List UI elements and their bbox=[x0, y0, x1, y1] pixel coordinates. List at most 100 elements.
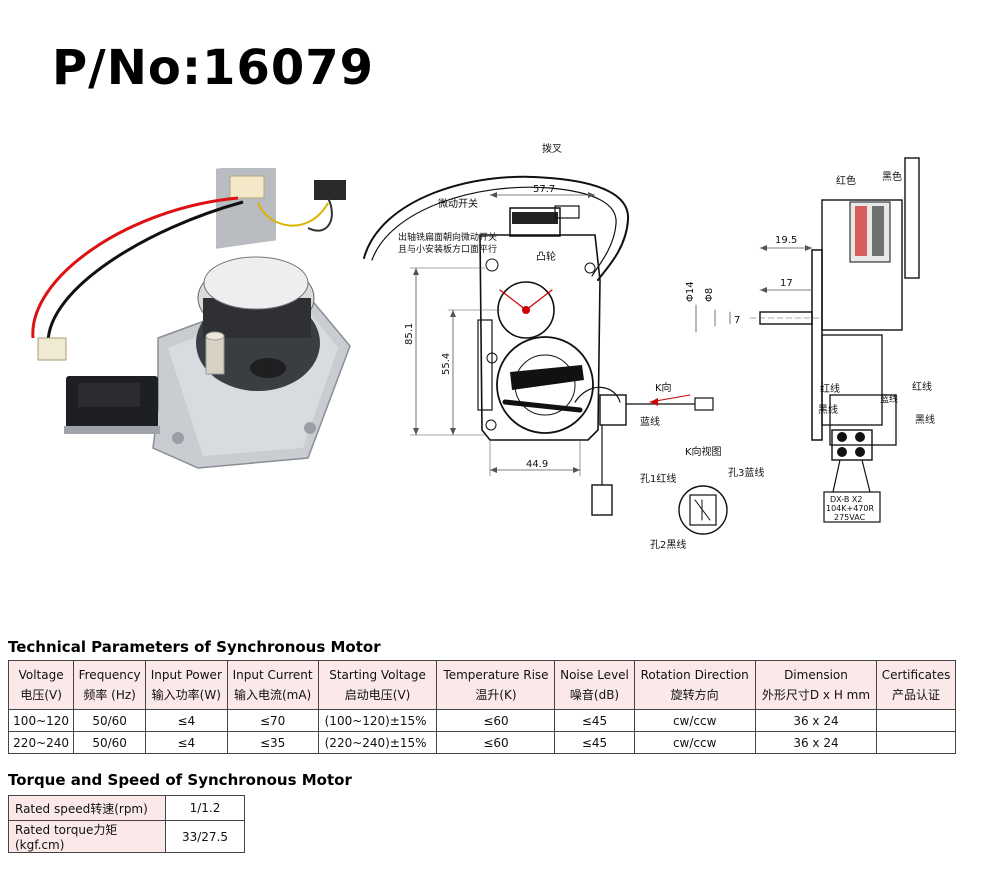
dim-57-7: 57.7 bbox=[533, 184, 555, 195]
technical-parameters-table: Voltage 电压(V) Frequency 频率 (Hz) Input Power 输… bbox=[7, 660, 956, 754]
label-k-direction: K向 bbox=[655, 381, 672, 394]
label-red-wire-right: 红线 bbox=[912, 380, 932, 393]
capacitor-spec-3: 275VAC bbox=[834, 513, 866, 522]
dim-55-4: 55.4 bbox=[441, 353, 452, 375]
table-cell bbox=[876, 709, 956, 732]
label-blue-wire-right: 蓝线 bbox=[880, 393, 898, 405]
capacitor-spec-2: 104K+470R bbox=[826, 504, 874, 513]
column-header: Certificates 产品认证 bbox=[876, 660, 956, 710]
column-header: Frequency 频率 (Hz) bbox=[73, 660, 146, 710]
dim-phi-14: Φ14 bbox=[685, 281, 696, 302]
column-header-zh: 噪音(dB) bbox=[569, 688, 620, 702]
technical-drawing: 拨叉 微动开关 出轴铣扁面朝向微动开关 且与小安装板方口面平行 凸轮 K向 蓝线… bbox=[363, 142, 935, 551]
column-header-en: Dimension bbox=[784, 668, 848, 682]
label-k-view: K向视图 bbox=[685, 445, 722, 458]
label-shaft-note-2: 且与小安装板方口面平行 bbox=[398, 243, 497, 255]
dim-19-5: 19.5 bbox=[775, 235, 797, 246]
table-cell: (100~120)±15% bbox=[317, 709, 438, 732]
table-cell: cw/ccw bbox=[633, 709, 756, 732]
label-black: 黑色 bbox=[882, 170, 902, 183]
table-cell: 50/60 bbox=[73, 709, 146, 732]
column-header-zh: 启动电压(V) bbox=[344, 688, 411, 702]
table-cell: ≤4 bbox=[145, 731, 228, 754]
column-header-en: Voltage bbox=[18, 668, 64, 682]
dim-17: 17 bbox=[780, 278, 793, 289]
dim-phi-8: Φ8 bbox=[704, 288, 715, 302]
wire-connector bbox=[37, 337, 67, 361]
column-header-en: Input Power bbox=[150, 668, 222, 682]
table-header-row: Voltage 电压(V) Frequency 频率 (Hz) Input Power 输… bbox=[7, 660, 956, 710]
column-header-en: Certificates bbox=[881, 668, 951, 682]
column-header-zh: 外形尺寸D x H mm bbox=[761, 688, 871, 702]
gear bbox=[496, 336, 594, 434]
table-cell: ≤4 bbox=[145, 709, 228, 732]
column-header-en: Noise Level bbox=[560, 668, 629, 682]
table-cell: ≤45 bbox=[554, 731, 635, 754]
column-header-en: Rotation Direction bbox=[640, 668, 749, 682]
table-cell: ≤35 bbox=[226, 731, 319, 754]
label-hole3: 孔3蓝线 bbox=[728, 466, 764, 479]
k-view-detail bbox=[678, 485, 728, 535]
column-header: Dimension 外形尺寸D x H mm bbox=[754, 660, 878, 710]
column-header-zh: 输入电流(mA) bbox=[233, 688, 312, 702]
torque-value: 1/1.2 bbox=[165, 795, 245, 821]
column-header: Voltage 电压(V) bbox=[7, 660, 75, 710]
part-number-title: P/No:16079 bbox=[52, 40, 375, 96]
label-fork: 拨叉 bbox=[542, 142, 562, 155]
table-cell: ≤70 bbox=[226, 709, 319, 732]
column-header-zh: 输入功率(W) bbox=[151, 688, 221, 702]
section-title-torque-speed: Torque and Speed of Synchronous Motor bbox=[8, 771, 352, 789]
front-plate bbox=[479, 234, 601, 441]
column-header-en: Starting Voltage bbox=[329, 668, 426, 682]
column-header-zh: 产品认证 bbox=[892, 688, 941, 702]
fork-arm bbox=[363, 175, 630, 281]
column-header-zh: 电压(V) bbox=[20, 688, 62, 702]
column-header-zh: 旋转方向 bbox=[670, 688, 719, 702]
table-cell: 50/60 bbox=[73, 731, 146, 754]
dim-85-1: 85.1 bbox=[404, 323, 415, 345]
column-header: Noise Level 噪音(dB) bbox=[554, 660, 635, 710]
table-cell: cw/ccw bbox=[633, 731, 756, 754]
column-header-en: Input Current bbox=[232, 668, 313, 682]
column-header: Input Current 输入电流(mA) bbox=[226, 660, 319, 710]
dim-44-9: 44.9 bbox=[526, 459, 548, 470]
label-blue-wire: 蓝线 bbox=[640, 415, 660, 428]
label-hole2: 孔2黑线 bbox=[650, 538, 686, 551]
torque-value: 33/27.5 bbox=[165, 820, 245, 853]
table-cell: (220~240)±15% bbox=[317, 731, 438, 754]
table-cell: ≤45 bbox=[554, 709, 635, 732]
torque-label: Rated torque力矩(kgf.cm) bbox=[8, 820, 166, 853]
table-cell: 100~120 bbox=[7, 709, 75, 732]
column-header-zh: 温升(K) bbox=[475, 688, 517, 702]
column-header-en: Frequency bbox=[78, 668, 141, 682]
torque-label: Rated speed转速(rpm) bbox=[8, 795, 166, 821]
table-row: Rated torque力矩(kgf.cm)33/27.5 bbox=[8, 820, 245, 853]
column-header: Rotation Direction 旋转方向 bbox=[633, 660, 756, 710]
column-header: Input Power 输入功率(W) bbox=[145, 660, 228, 710]
section-title-technical-parameters: Technical Parameters of Synchronous Moto… bbox=[8, 638, 381, 656]
label-microswitch: 微动开关 bbox=[438, 197, 478, 210]
table-cell: 36 x 24 bbox=[754, 731, 878, 754]
table-cell bbox=[876, 731, 956, 754]
dim-7: 7 bbox=[734, 315, 740, 326]
label-cam: 凸轮 bbox=[536, 250, 556, 263]
table-row: Rated speed转速(rpm)1/1.2 bbox=[8, 795, 245, 821]
label-shaft-note-1: 出轴铣扁面朝向微动开关 bbox=[398, 231, 497, 243]
terminal-block bbox=[229, 175, 265, 199]
table-cell: ≤60 bbox=[436, 709, 556, 732]
label-hole1: 孔1红线 bbox=[640, 472, 676, 485]
capacitor-spec-1: DX-B X2 bbox=[830, 495, 862, 504]
table-cell: 36 x 24 bbox=[754, 709, 878, 732]
column-header-zh: 频率 (Hz) bbox=[83, 688, 136, 702]
table-cell: 220~240 bbox=[7, 731, 75, 754]
column-header: Starting Voltage 启动电压(V) bbox=[317, 660, 438, 710]
capacitor bbox=[831, 429, 873, 461]
label-red: 红色 bbox=[836, 174, 856, 187]
label-black-wire-left: 黑线 bbox=[818, 403, 838, 416]
label-red-wire-left: 红线 bbox=[820, 382, 840, 395]
label-black-wire-right: 黑线 bbox=[915, 413, 935, 426]
